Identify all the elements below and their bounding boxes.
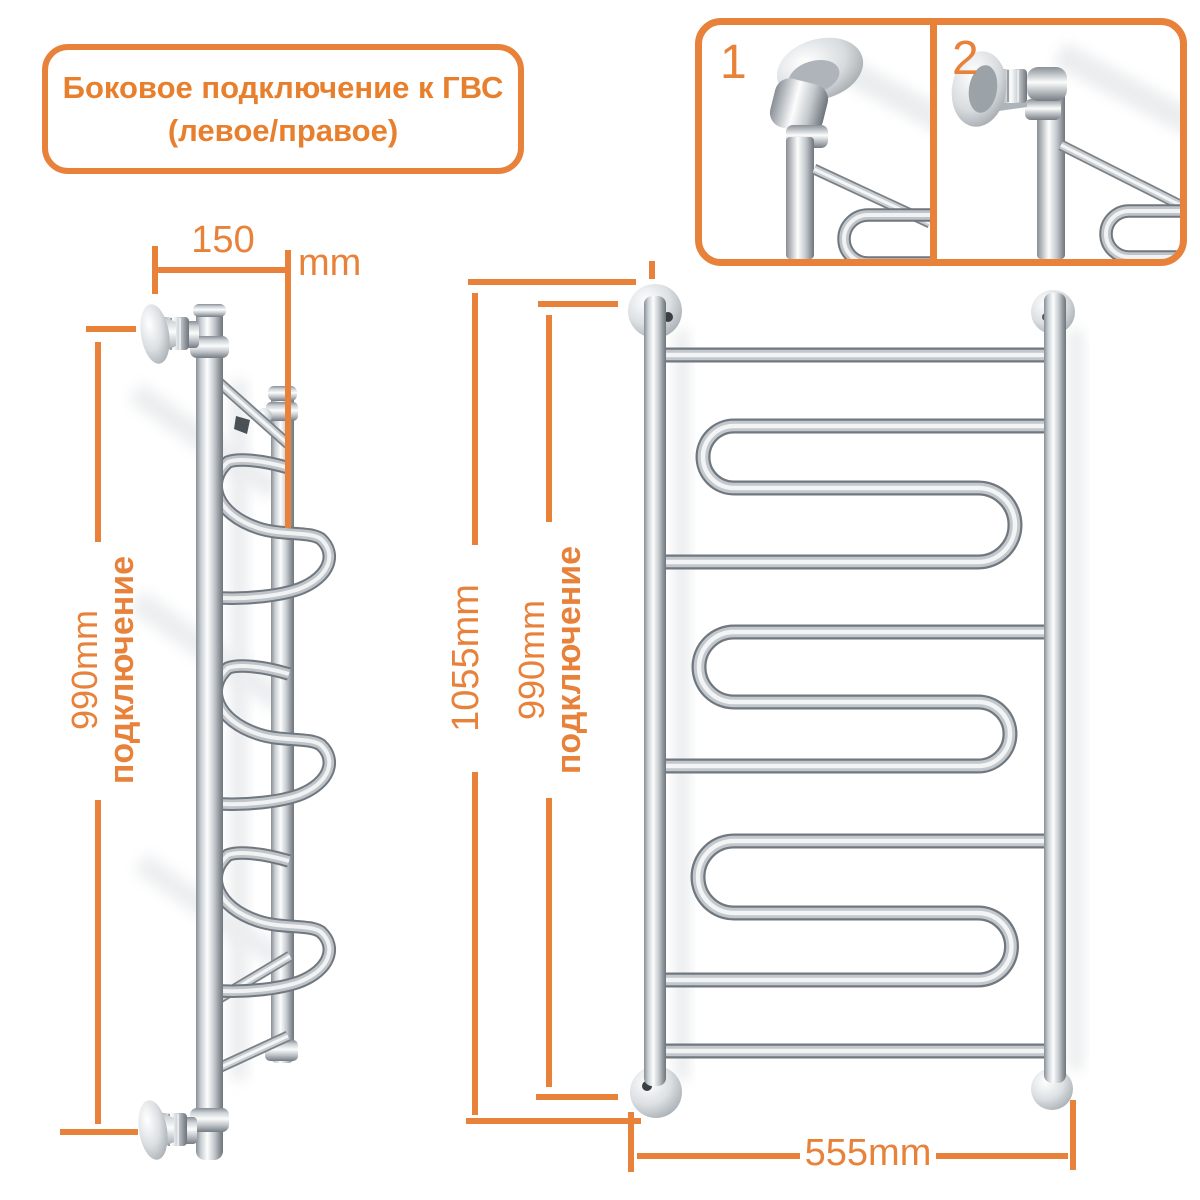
- front-connection-dim-value: 990mm: [511, 599, 553, 721]
- front-connection-dim-tick-top: [538, 301, 618, 307]
- front-connection-dim-line-lower: [546, 798, 552, 1087]
- front-total-dim-tick-top: [468, 279, 636, 285]
- valve-closeup-2-image: [951, 42, 1180, 259]
- front-view-render: [628, 284, 1075, 1118]
- side-valve-bottom: [138, 1100, 197, 1160]
- side-height-dim-tick-bottom: [60, 1129, 138, 1135]
- side-width-dim-value: 150: [191, 219, 255, 261]
- side-width-dim-tick-left: [152, 246, 158, 294]
- side-height-dim-line-lower: [95, 800, 101, 1124]
- side-width-dim-extension: [285, 250, 291, 528]
- front-width-dim-line-right: [936, 1153, 1068, 1159]
- title-line-1: Боковое подключение к ГВС: [62, 69, 504, 105]
- title-line-2: (левое/правое): [167, 113, 399, 148]
- front-connection-dim-text: 990mm подключение: [511, 525, 590, 795]
- valve-closeup-1-image: [769, 37, 930, 259]
- side-height-dim-line-upper: [95, 342, 101, 542]
- valve-closeup-box: 1 2: [695, 18, 1187, 266]
- side-view-render: [138, 304, 329, 1160]
- title-box: Боковое подключение к ГВС (левое/правое): [42, 44, 524, 174]
- front-width-dim-tick-right: [1070, 1100, 1076, 1170]
- inset-label-1: 1: [720, 36, 747, 89]
- side-height-dim-tick-top: [86, 326, 136, 332]
- side-height-dim-label: подключение: [103, 555, 142, 785]
- side-height-dim-value: 990mm: [64, 609, 106, 731]
- front-total-dim-tick-bottom: [466, 1118, 641, 1124]
- side-width-dim-unit: mm: [298, 242, 362, 284]
- front-total-dim-line-lower: [472, 772, 478, 1115]
- side-width-dim-line: [158, 267, 288, 273]
- front-width-dim-tick-left: [628, 1112, 634, 1172]
- front-serpentine-3: [660, 841, 1048, 980]
- inset-divider: [930, 25, 937, 259]
- front-total-dim-text: 1055mm: [444, 538, 490, 778]
- front-total-dim-value: 1055mm: [445, 584, 488, 732]
- front-pipe-top-marker: [649, 261, 655, 279]
- front-connection-dim-tick-bottom: [536, 1094, 618, 1100]
- side-valve-top: [140, 304, 199, 364]
- front-connection-dim-label: подключение: [550, 545, 589, 775]
- front-serpentine-1: [660, 426, 1048, 562]
- inset-label-2: 2: [952, 32, 979, 85]
- front-total-dim-line-upper: [472, 293, 478, 545]
- side-height-dim-text: 990mm подключение: [64, 515, 143, 825]
- front-connection-dim-line-upper: [546, 315, 552, 522]
- front-serpentine-2: [660, 632, 1048, 766]
- front-width-dim-value: 555mm: [804, 1132, 932, 1174]
- front-width-dim-line-left: [637, 1153, 800, 1159]
